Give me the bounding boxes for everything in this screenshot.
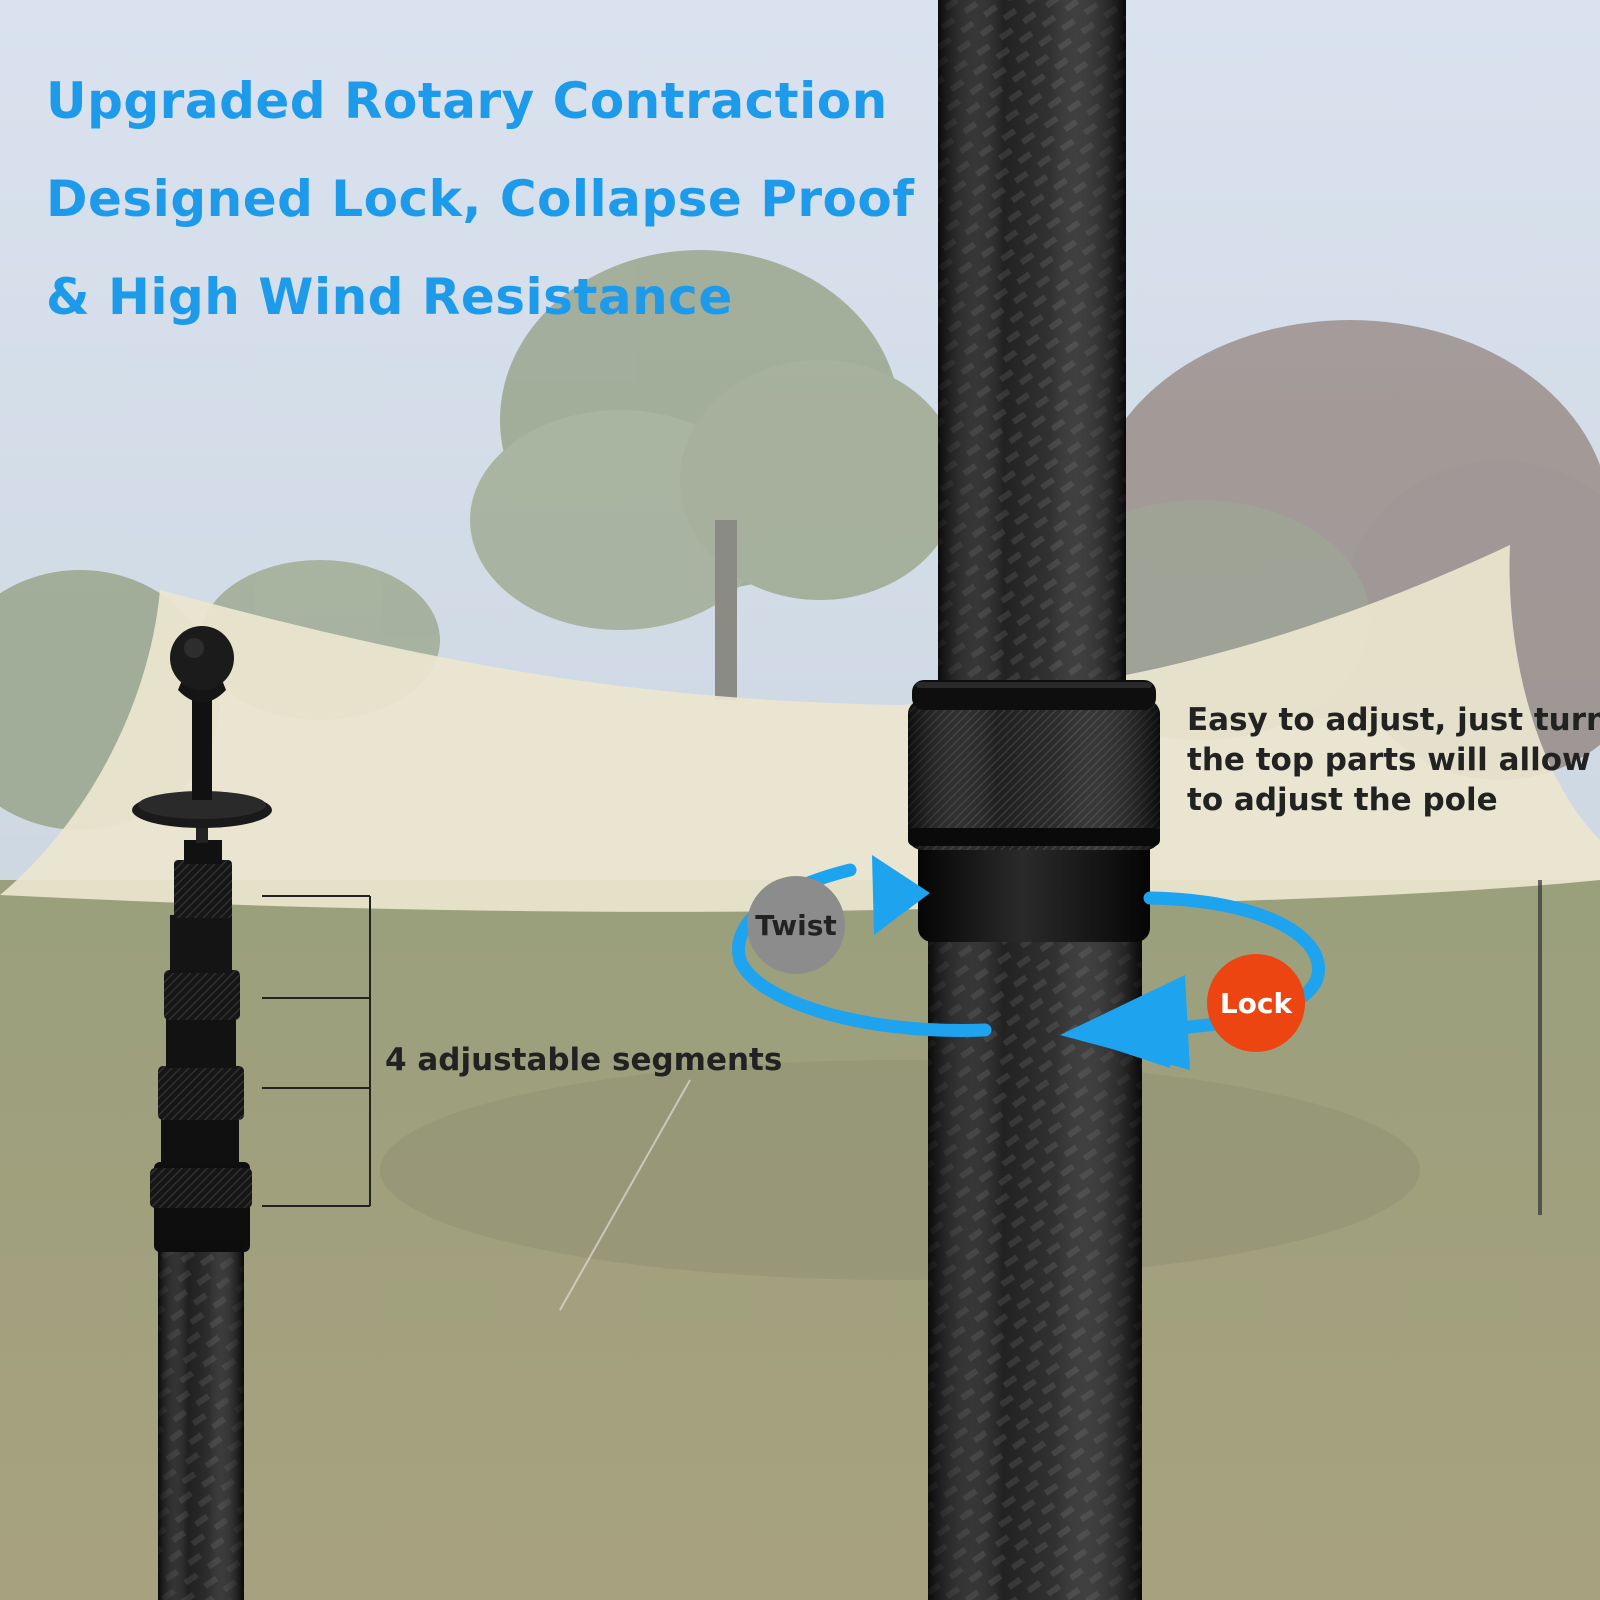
lock-badge: Lock [1207, 954, 1305, 1052]
twist-arrowhead-icon [872, 855, 930, 935]
adjust-callout: Easy to adjust, just turn the top parts … [1187, 700, 1600, 820]
segments-label: 4 adjustable segments [385, 1042, 783, 1078]
telescopic-pole-full-view [132, 626, 272, 1600]
adjust-callout-line-1: Easy to adjust, just turn [1187, 702, 1600, 738]
tarp-canopy [0, 545, 1600, 912]
twist-badge: Twist [747, 876, 845, 974]
headline-line-2: Designed Lock, Collapse Proof [46, 170, 915, 228]
adjust-callout-line-2: the top parts will allow [1187, 742, 1591, 778]
headline-line-1: Upgraded Rotary Contraction [46, 72, 888, 130]
lock-arrowhead-icon [1060, 975, 1190, 1070]
adjust-callout-line-3: to adjust the pole [1187, 782, 1498, 818]
twist-badge-label: Twist [755, 908, 837, 942]
pole-closeup [908, 0, 1160, 1600]
lock-badge-label: Lock [1219, 986, 1293, 1020]
segments-bracket [262, 895, 371, 1207]
headline-line-3: & High Wind Resistance [46, 268, 733, 326]
